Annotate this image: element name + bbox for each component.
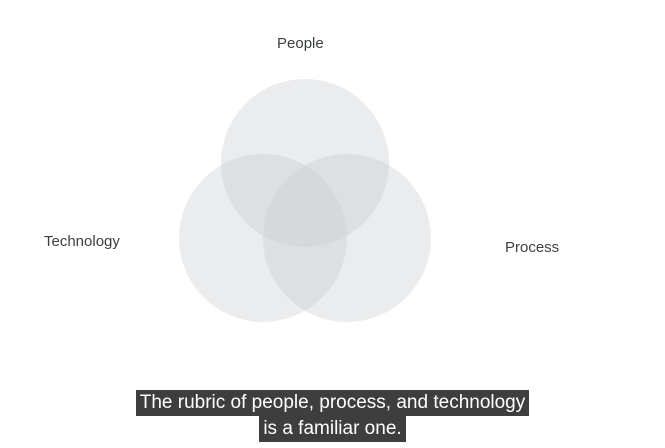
venn-circle-technology [179,154,347,322]
label-process: Process [505,239,560,256]
caption-line-1: The rubric of people, process, and techn… [135,390,530,416]
label-people: People [277,35,324,52]
subtitle-caption: The rubric of people, process, and techn… [0,390,665,442]
caption-line-2: is a familiar one. [259,416,406,442]
label-technology: Technology [44,233,120,250]
venn-circle-people [221,79,389,247]
venn-circle-process [263,154,431,322]
